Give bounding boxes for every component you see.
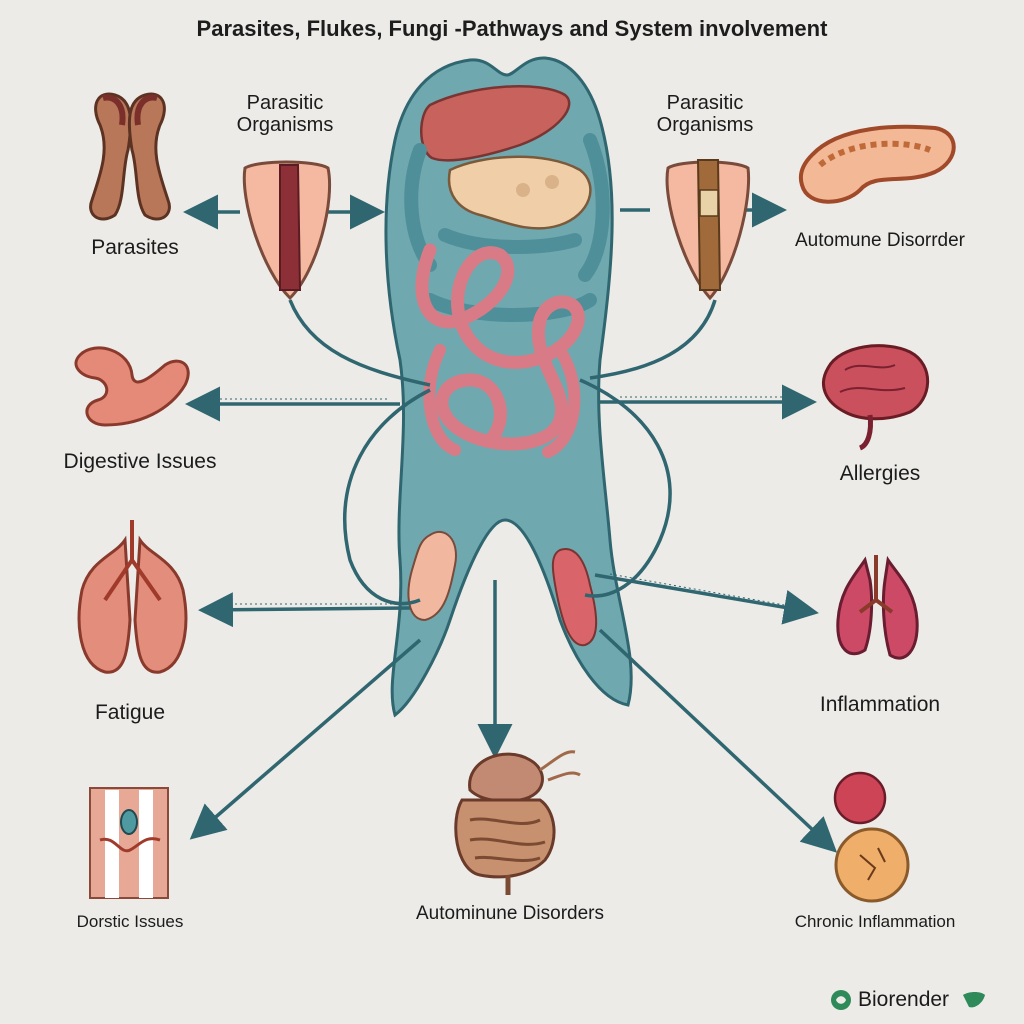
brand-mark: Biorender <box>830 988 987 1012</box>
label-chronic: Chronic Inflammation <box>794 912 956 931</box>
label-autoimmune-bottom: Autominune Disorders <box>416 903 604 924</box>
parasites-illustration <box>89 92 171 221</box>
label-allergies: Allergies <box>839 462 921 485</box>
diagram-title: Parasites, Flukes, Fungi -Pathways and S… <box>196 16 828 41</box>
pathway-arrows <box>183 192 838 853</box>
digestive-worm-illustration <box>74 346 190 427</box>
label-fatigue: Fatigue <box>94 701 166 724</box>
digestive-system-illustration <box>454 750 581 895</box>
label-parasites: Parasites <box>91 236 179 259</box>
allergies-brain-illustration <box>822 344 930 451</box>
label-dorstic: Dorstic Issues <box>76 912 184 931</box>
fatigue-lungs-illustration <box>77 520 188 674</box>
chronic-inflammation-illustration <box>833 771 910 903</box>
autoimmune-worm-illustration <box>798 124 956 204</box>
central-body-figure <box>384 56 633 718</box>
label-digestive: Digestive Issues <box>63 450 217 473</box>
label-inflammation: Inflammation <box>819 693 941 716</box>
leaf-icon <box>963 992 986 1008</box>
left-organism-illustration <box>242 160 332 301</box>
dorstic-torso-illustration <box>89 787 169 899</box>
label-autoimmune-top: Automune Disorrder <box>794 230 966 251</box>
right-organism-illustration <box>665 159 751 301</box>
brand-name: Biorender <box>858 988 950 1011</box>
inflammation-lungs-illustration <box>836 555 919 660</box>
biorender-logo-icon <box>831 990 851 1010</box>
